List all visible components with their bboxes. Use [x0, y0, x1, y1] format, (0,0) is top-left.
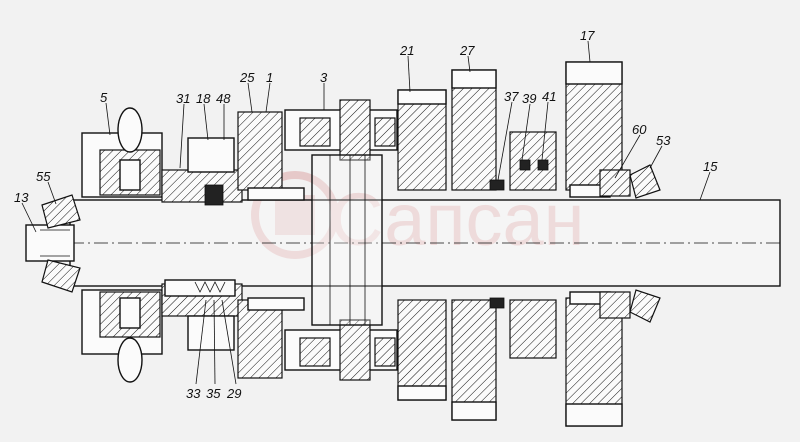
sleeve-upper — [161, 137, 243, 351]
gear-21 — [397, 89, 447, 401]
callout-39: 39 — [522, 91, 536, 106]
gear-27 — [451, 69, 505, 421]
callout-3: 3 — [320, 70, 328, 85]
watermark-text: Сапсан — [330, 178, 585, 261]
callout-31: 31 — [176, 91, 190, 106]
callout-37: 37 — [504, 89, 519, 104]
gear-17 — [565, 61, 623, 427]
callout-35: 35 — [206, 386, 221, 401]
leader-lines — [21, 40, 711, 385]
flange-assembly — [81, 107, 163, 383]
callout-1: 1 — [266, 70, 273, 85]
callout-17: 17 — [580, 28, 595, 43]
callout-55: 55 — [36, 169, 51, 184]
callout-41: 41 — [542, 89, 556, 104]
callout-27: 27 — [459, 43, 475, 58]
callout-25: 25 — [239, 70, 255, 85]
callout-53: 53 — [656, 133, 671, 148]
ring-group — [509, 131, 557, 359]
callout-5: 5 — [100, 90, 108, 105]
callout-33: 33 — [186, 386, 201, 401]
callout-60: 60 — [632, 122, 647, 137]
rear-bearing — [599, 164, 661, 323]
callout-21: 21 — [399, 43, 414, 58]
callout-labels: 13 55 5 31 18 48 25 1 3 21 27 37 39 41 1… — [14, 28, 718, 401]
front-bearing — [41, 194, 81, 293]
callout-48: 48 — [216, 91, 231, 106]
callout-29: 29 — [226, 386, 241, 401]
synchronizer-3 — [284, 99, 398, 381]
main-shaft — [25, 199, 781, 287]
callout-18: 18 — [196, 91, 211, 106]
callout-13: 13 — [14, 190, 29, 205]
callout-15: 15 — [703, 159, 718, 174]
watermark-logo: Сапсан — [251, 171, 585, 261]
gear-1 — [237, 111, 305, 379]
